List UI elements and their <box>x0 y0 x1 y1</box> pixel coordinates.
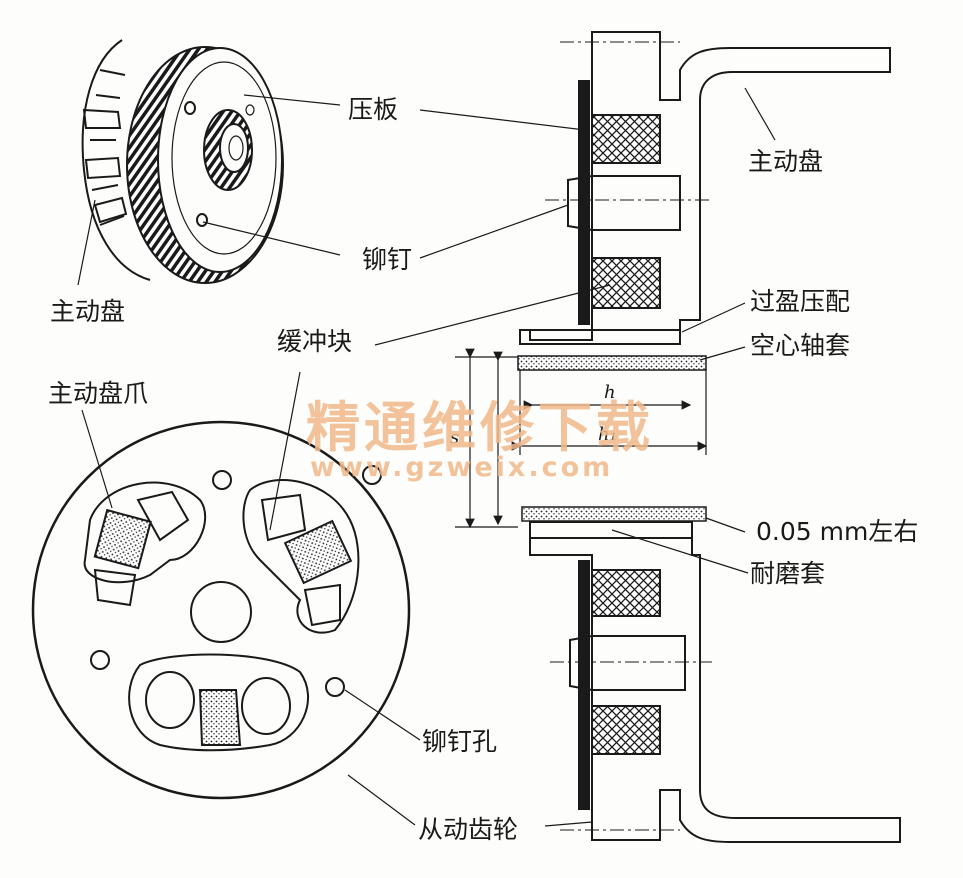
label-rivet: 铆钉 <box>362 245 412 274</box>
label-drive-disc-top: 主动盘 <box>748 147 823 176</box>
label-hollow-sleeve: 空心轴套 <box>750 331 850 360</box>
label-wear-sleeve: 耐磨套 <box>750 559 825 588</box>
watermark-url: www.gzweix.com <box>310 452 613 483</box>
watermark-title: 精通维修下载 <box>306 396 654 459</box>
dimension-h: h <box>604 382 616 403</box>
clutch-cross-section <box>455 31 901 843</box>
driven-gear-face-view <box>31 420 411 800</box>
label-interference-fit: 过盈压配 <box>750 287 850 316</box>
label-driven-gear: 从动齿轮 <box>418 815 518 844</box>
label-pressure-plate: 压板 <box>348 95 398 124</box>
label-buffer-block: 缓冲块 <box>277 327 352 356</box>
label-drive-disc-claw: 主动盘爪 <box>48 379 148 408</box>
dimension-s: s <box>450 427 459 448</box>
label-clearance: 0.05 mm左右 <box>756 517 918 546</box>
leader-lines <box>77 87 776 827</box>
label-rivet-hole: 铆钉孔 <box>422 727 497 756</box>
dimension-h1: h₁ <box>598 424 617 445</box>
clutch-assembly-perspective <box>81 39 284 284</box>
label-drive-disc-left: 主动盘 <box>50 297 125 326</box>
